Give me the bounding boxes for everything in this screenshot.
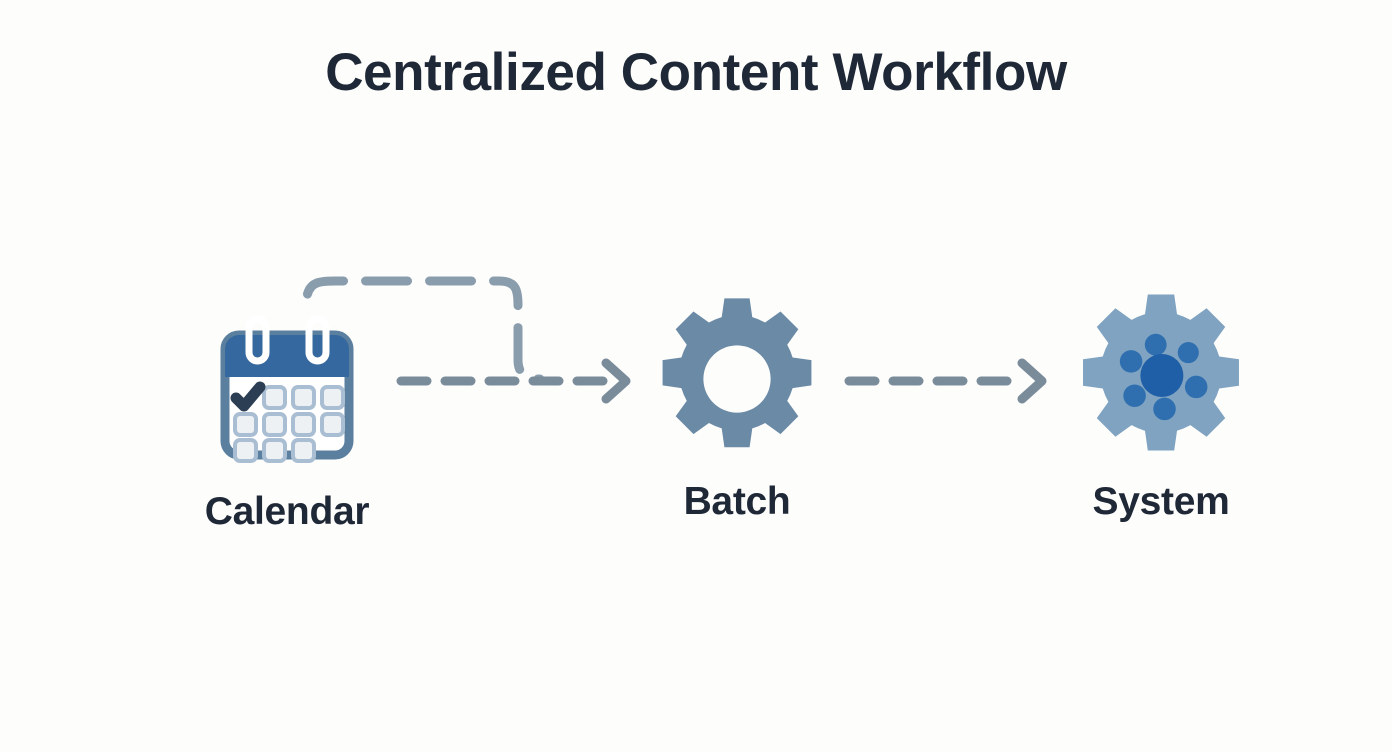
gear-network-icon [1083,294,1239,451]
check-icon [230,381,266,412]
flow-node-label-system: System [1092,480,1230,523]
flow-node-label-calendar: Calendar [204,490,370,533]
gear-icon [662,298,812,448]
calendar-icon-wrap [167,304,407,474]
flow-node-system[interactable]: System [1041,294,1281,521]
gear-network-icon-wrap [1041,294,1281,464]
flow-node-label-batch: Batch [683,480,791,523]
page-title: Centralized Content Workflow [325,43,1067,102]
flow-node-calendar[interactable]: Calendar [167,304,407,531]
network-hub [1140,354,1184,397]
calendar-icon [220,315,354,463]
flow-node-batch[interactable]: Batch [617,294,857,521]
network-nodes [1119,333,1208,421]
gear-icon-wrap [617,294,857,464]
flow-row: Calendar Batch [0,270,1392,560]
